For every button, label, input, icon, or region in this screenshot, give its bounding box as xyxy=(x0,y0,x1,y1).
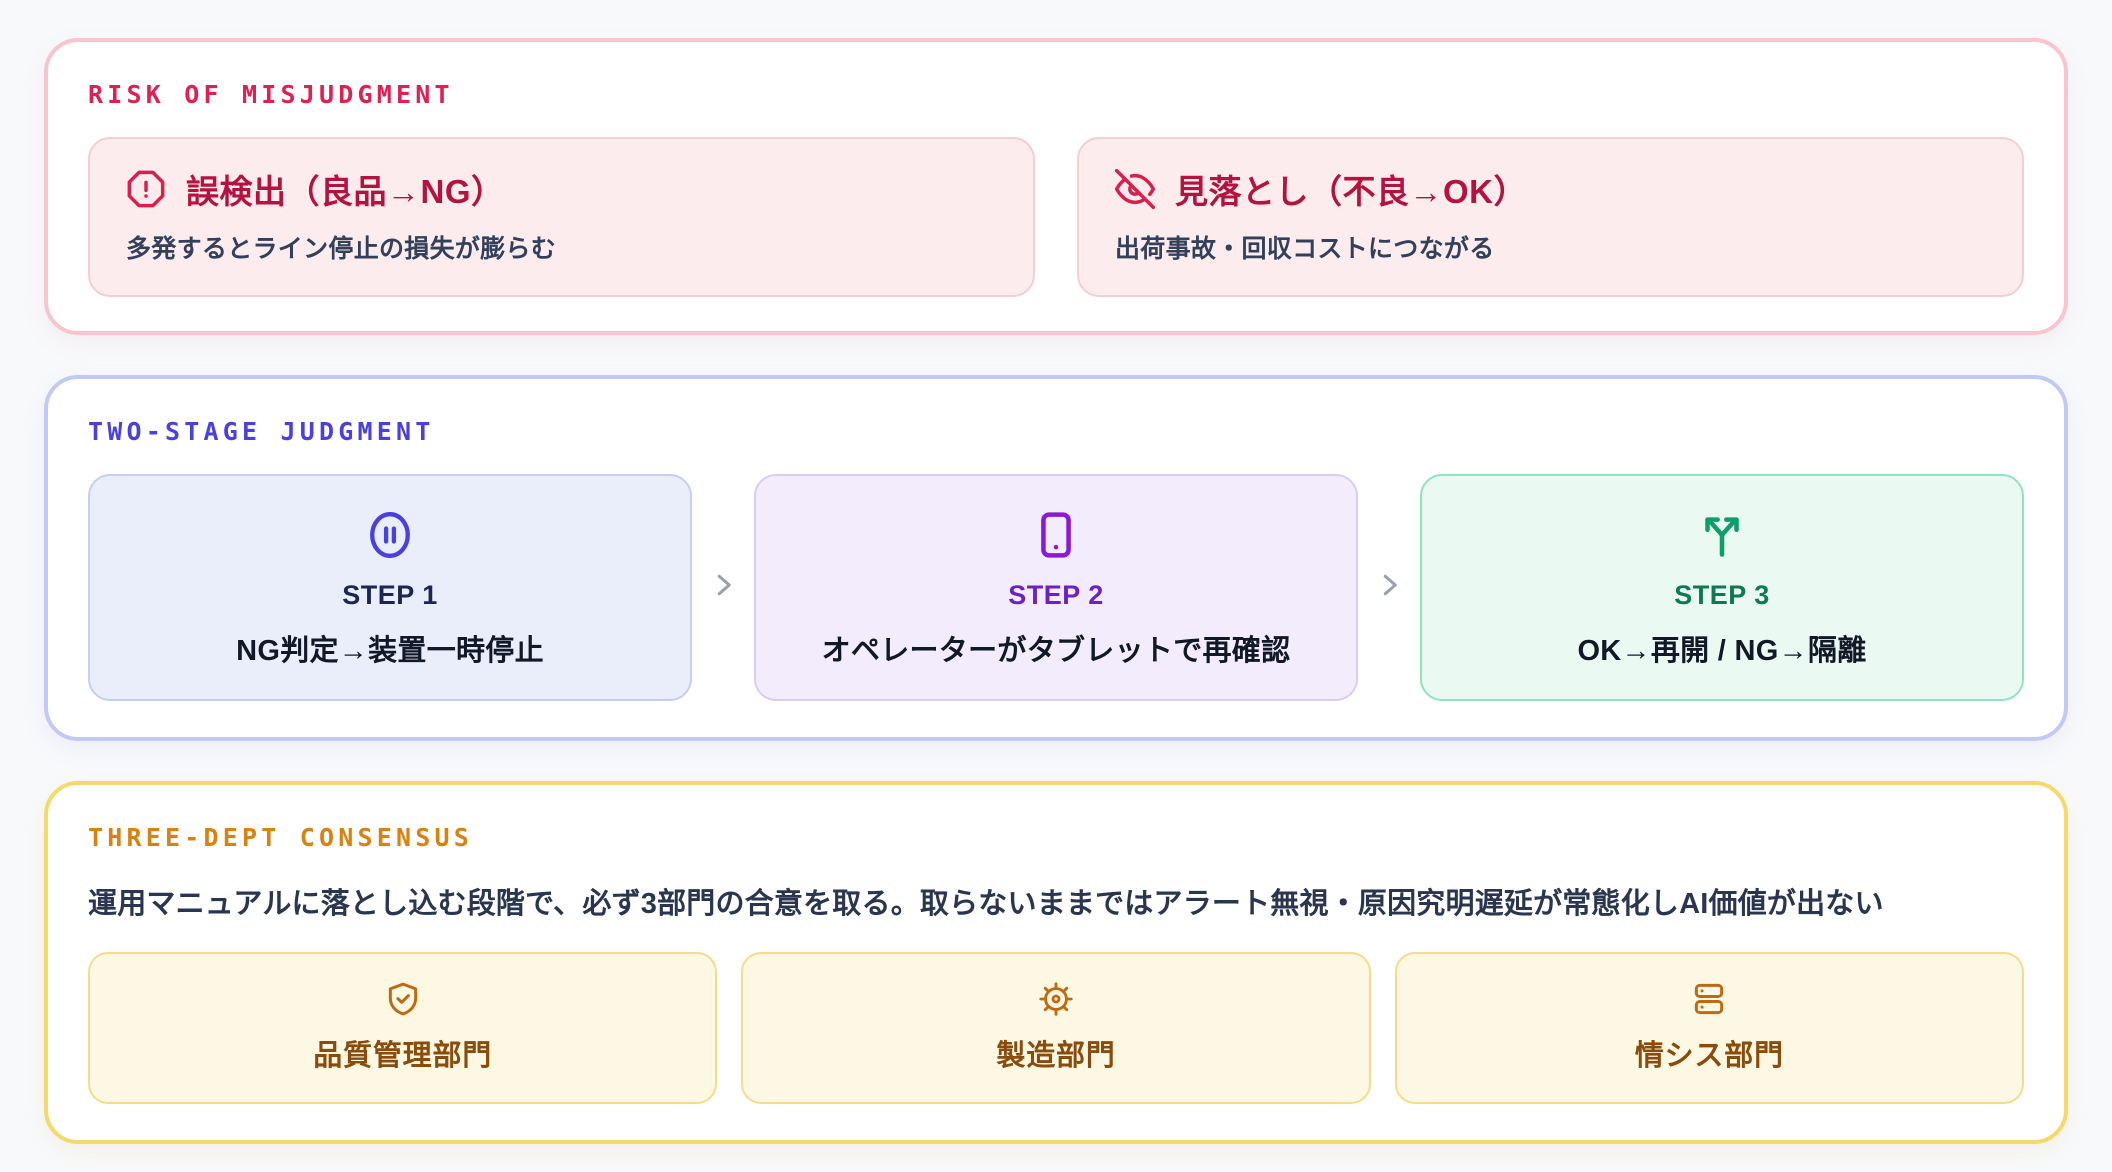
risk-card-header: 見落とし（不良→OK） xyxy=(1114,165,1986,213)
alert-octagon-icon xyxy=(126,169,166,209)
department-card-quality[interactable]: 品質管理部門 xyxy=(88,952,718,1104)
risk-card-description: 出荷事故・回収コストにつながる xyxy=(1115,235,1495,263)
tablet-icon xyxy=(1030,504,1082,566)
chevron-right-icon xyxy=(708,570,738,605)
risk-section: RISK OF MISJUDGMENT 誤検出（良品→NG） 多発するとライン停… xyxy=(44,38,2068,335)
department-card-it[interactable]: 情シス部門 xyxy=(1394,952,2024,1104)
risk-card-title: 見落とし（不良→OK） xyxy=(1175,173,1527,210)
pause-circle-icon xyxy=(364,504,416,566)
stage-section-kicker: TWO-STAGE JUDGMENT xyxy=(88,417,435,446)
step-card-2[interactable]: STEP 2 オペレーターがタブレットで再確認 xyxy=(754,474,1358,701)
consensus-section-kicker: THREE-DEPT CONSENSUS xyxy=(88,823,474,852)
department-card-row: 品質管理部門 xyxy=(88,952,2024,1104)
risk-section-kicker: RISK OF MISJUDGMENT xyxy=(88,80,454,109)
split-arrows-icon xyxy=(1696,504,1748,566)
department-card-manufacturing[interactable]: 製造部門 xyxy=(741,952,1371,1104)
department-label: 製造部門 xyxy=(996,1040,1116,1072)
step-label: STEP 1 xyxy=(342,580,438,610)
server-icon xyxy=(1690,980,1728,1018)
risk-card-description: 多発するとライン停止の損失が膨らむ xyxy=(126,235,557,263)
step-label: STEP 3 xyxy=(1674,580,1770,610)
department-label: 情シス部門 xyxy=(1634,1040,1784,1072)
step-card-row: STEP 1 NG判定→装置一時停止 STEP 2 オ xyxy=(88,474,2024,701)
step-description: NG判定→装置一時停止 xyxy=(236,635,544,667)
step-label: STEP 2 xyxy=(1008,580,1104,610)
step-card-1[interactable]: STEP 1 NG判定→装置一時停止 xyxy=(88,474,692,701)
two-stage-judgment-section: TWO-STAGE JUDGMENT STEP 1 NG判定→装置一時停止 xyxy=(44,375,2068,741)
risk-card-title: 誤検出（良品→NG） xyxy=(186,173,505,210)
step-card-3[interactable]: STEP 3 OK→再開 / NG→隔離 xyxy=(1420,474,2024,701)
step-description: オペレーターがタブレットで再確認 xyxy=(821,635,1291,667)
consensus-lead-text: 運用マニュアルに落とし込む段階で、必ず3部門の合意を取る。取らないままではアラー… xyxy=(88,888,1884,920)
risk-card-header: 誤検出（良品→NG） xyxy=(126,165,997,213)
cog-icon xyxy=(1037,980,1075,1018)
step-description: OK→再開 / NG→隔離 xyxy=(1577,635,1867,667)
department-label: 品質管理部門 xyxy=(313,1040,493,1072)
shield-check-icon xyxy=(384,980,422,1018)
risk-card-false-positive[interactable]: 誤検出（良品→NG） 多発するとライン停止の損失が膨らむ xyxy=(88,137,1035,297)
risk-card-row: 誤検出（良品→NG） 多発するとライン停止の損失が膨らむ 見落とし（不良→OK） xyxy=(88,137,2024,297)
step-separator-1 xyxy=(692,474,754,701)
step-separator-2 xyxy=(1358,474,1420,701)
risk-card-false-negative[interactable]: 見落とし（不良→OK） 出荷事故・回収コストにつながる xyxy=(1077,137,2024,297)
eye-off-icon xyxy=(1114,168,1156,210)
three-dept-consensus-section: THREE-DEPT CONSENSUS 運用マニュアルに落とし込む段階で、必ず… xyxy=(44,781,2068,1144)
chevron-right-icon xyxy=(1374,570,1404,605)
